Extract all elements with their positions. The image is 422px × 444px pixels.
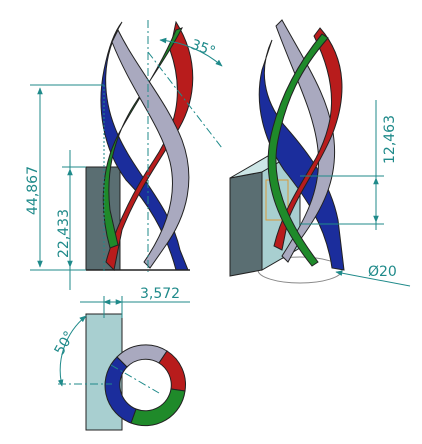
total-height-label: 44,867: [25, 166, 41, 215]
isometric-green-ribbon: [267, 33, 329, 267]
top-view: 3,572 50°: [52, 286, 190, 431]
isometric-silver-ribbon: [275, 19, 336, 263]
top-view-ring: [104, 344, 186, 427]
front-view-blue-ribbon: [100, 21, 189, 271]
plan-angle-label: 50°: [52, 328, 78, 358]
ring-segment-red: [158, 350, 186, 392]
block-height-label: 22,433: [56, 209, 72, 258]
twist-angle-label: 35°: [189, 37, 218, 61]
isometric-view: 12,463 Ø20: [229, 19, 411, 287]
front-view: 35° 44,867 22,433: [25, 20, 223, 290]
pitch-offset-label: 12,463: [382, 115, 398, 164]
front-view-silver-ribbon: [111, 28, 190, 269]
isometric-blue-ribbon: [258, 39, 345, 271]
diameter-label: Ø20: [368, 264, 397, 280]
ring-segment-blue: [104, 356, 137, 424]
ring-segment-green: [130, 388, 186, 427]
isometric-red-ribbon: [273, 27, 343, 251]
isometric-block-front: [229, 171, 263, 277]
offset-label: 3,572: [140, 286, 180, 302]
